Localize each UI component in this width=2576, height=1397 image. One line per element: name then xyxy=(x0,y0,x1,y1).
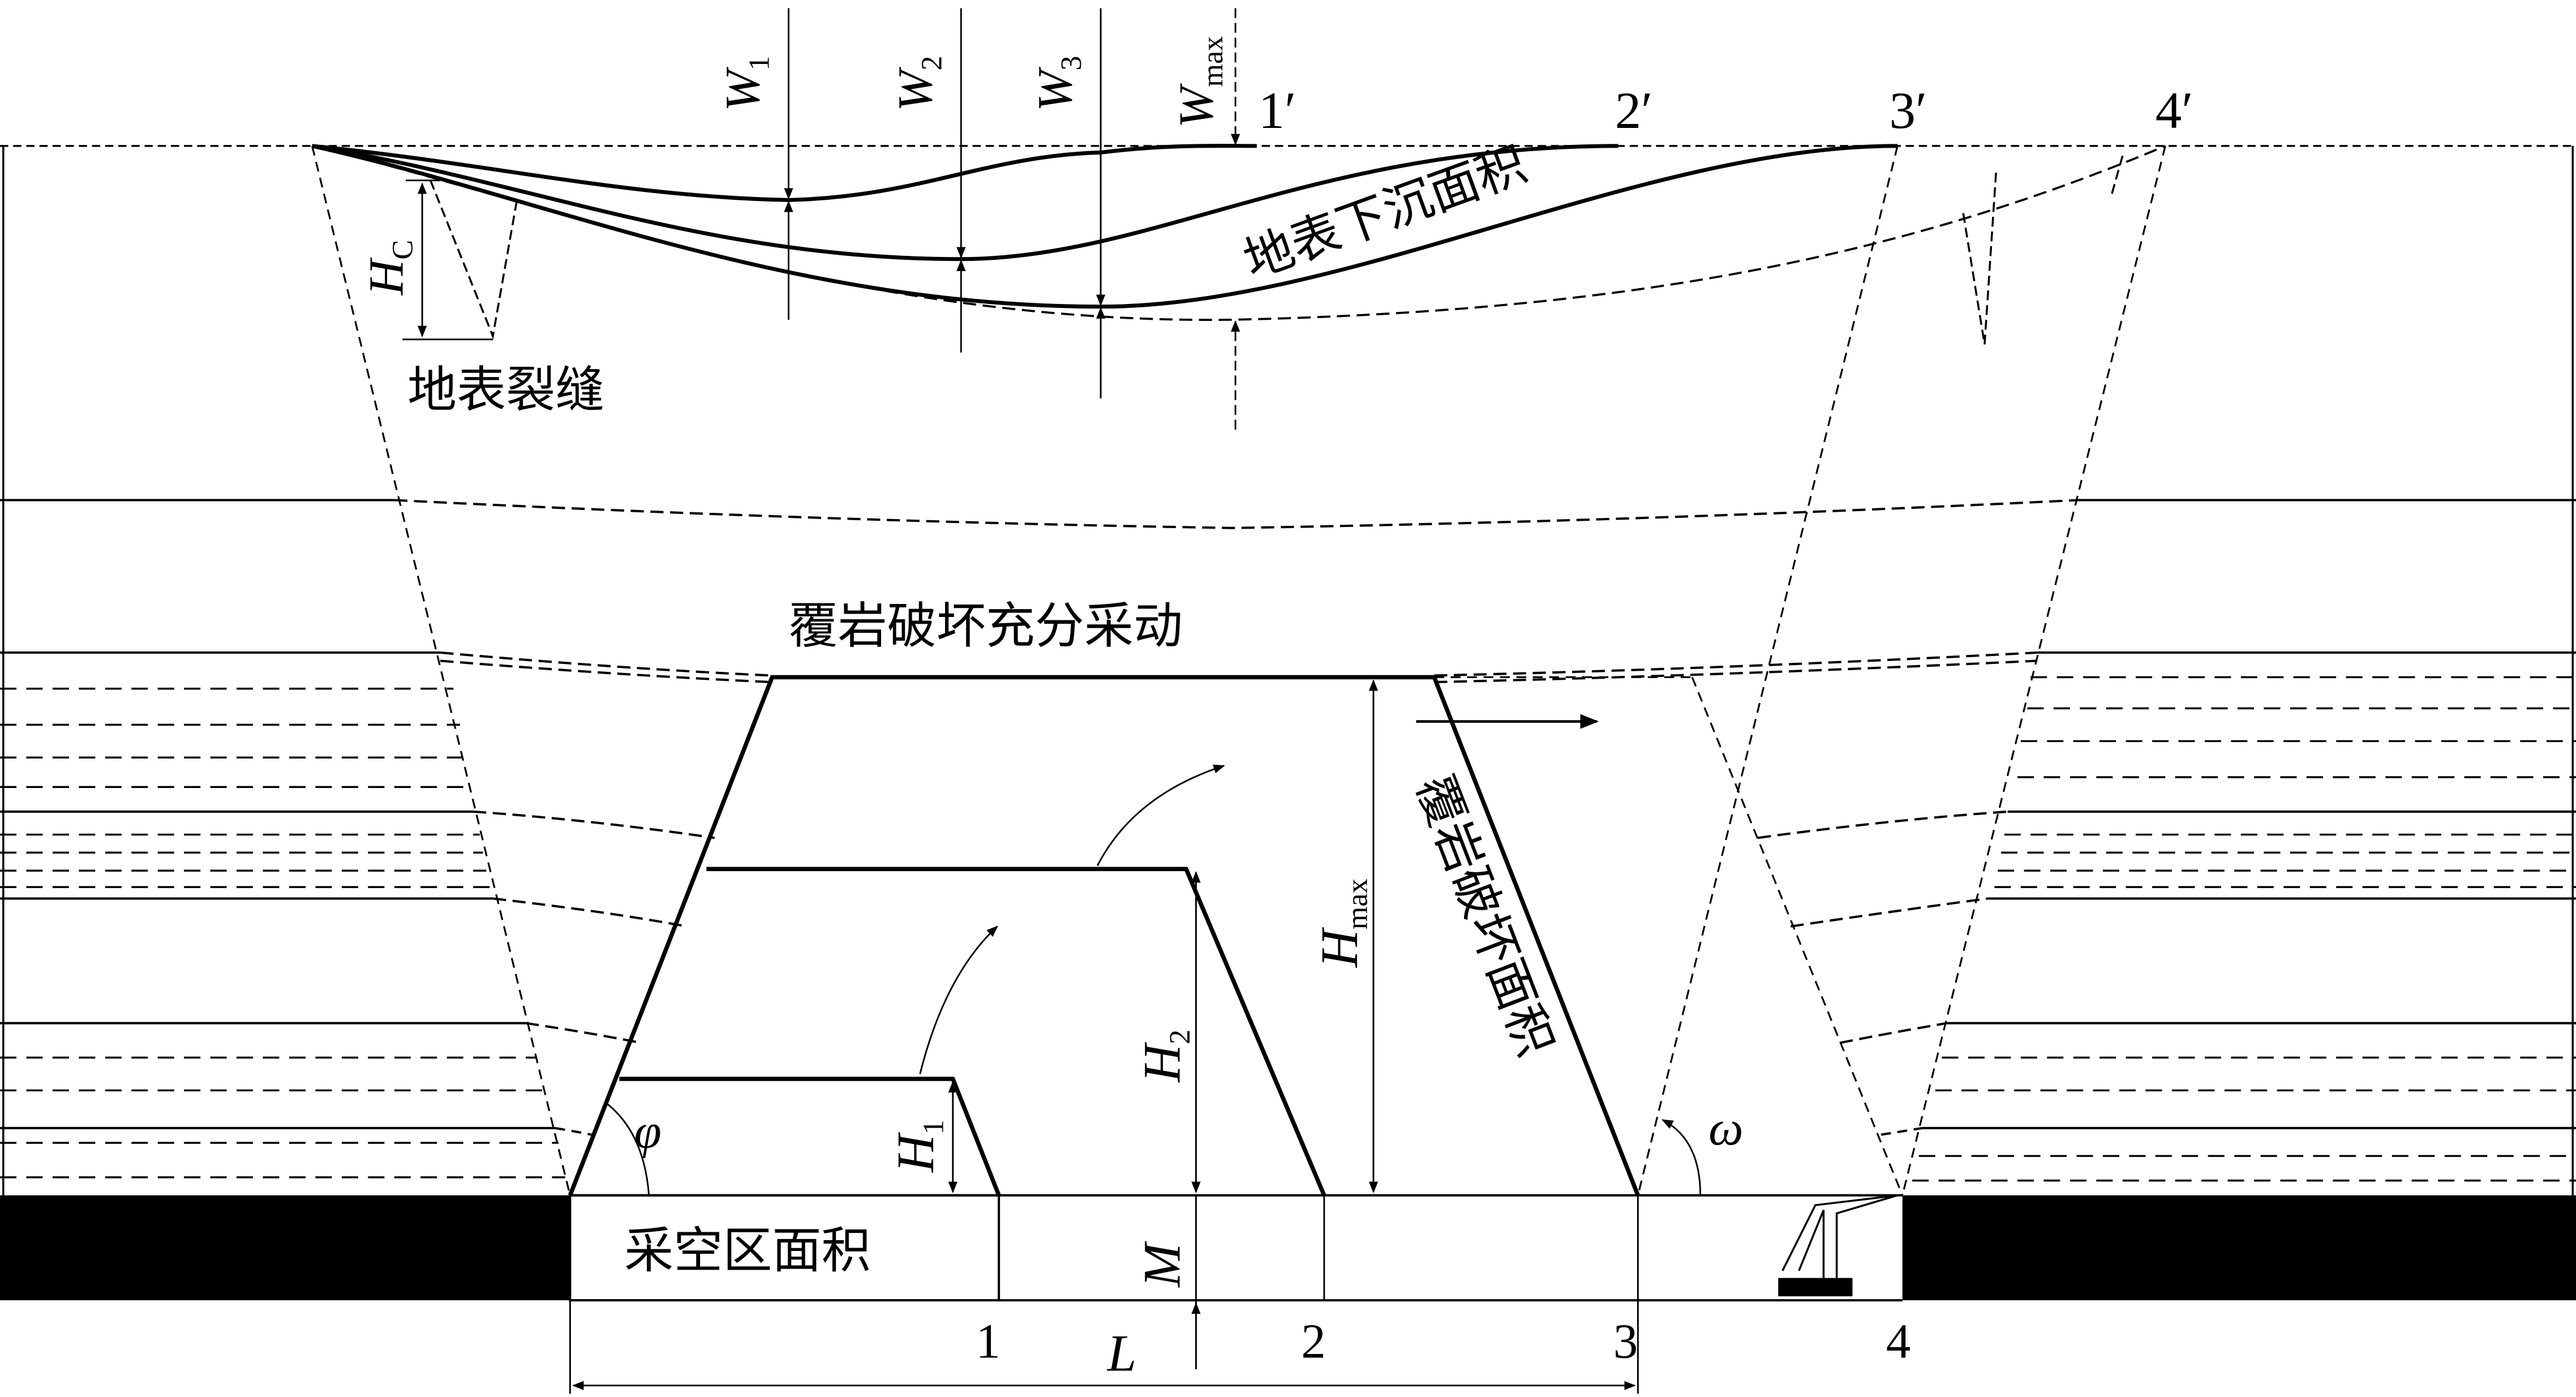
subsidence-curve-max xyxy=(312,144,2166,321)
h1-label: H1 xyxy=(887,1120,950,1173)
strata-layers xyxy=(0,499,2576,1182)
surface-crack-label: 地表裂缝 xyxy=(407,361,604,418)
subsidence-curves xyxy=(311,144,2166,321)
goaf xyxy=(569,1194,1903,1302)
influence-boundaries xyxy=(311,145,2166,1196)
point-1: 1 xyxy=(976,1314,1001,1369)
hmax-label: Hmax xyxy=(1311,879,1374,968)
w2-label: W2 xyxy=(887,56,948,112)
subsidence-curve-3 xyxy=(311,144,1898,309)
subsidence-markers xyxy=(402,8,1702,1394)
full-mining-label: 覆岩破坏充分采动 xyxy=(788,597,1183,655)
point-1-prime: 1′ xyxy=(1259,82,1296,140)
full-damage-zone xyxy=(568,675,1640,1197)
point-2: 2 xyxy=(1301,1314,1326,1369)
m-label: M xyxy=(1133,1241,1191,1288)
coal-seam-right xyxy=(1902,1195,2576,1301)
phi-label: φ xyxy=(634,1104,662,1159)
second-damage-zone xyxy=(706,867,1326,1197)
omega-label: ω xyxy=(1708,1100,1743,1155)
subsidence-area-label: 地表下沉面积 xyxy=(1236,135,1534,290)
first-damage-zone xyxy=(619,1077,1001,1197)
point-4: 4 xyxy=(1886,1314,1911,1369)
coal-seam-left xyxy=(0,1195,570,1301)
hc-label: HC xyxy=(358,240,419,296)
goaf-area-label: 采空区面积 xyxy=(624,1222,870,1279)
w3-label: W3 xyxy=(1027,56,1088,112)
w1-label: W1 xyxy=(715,56,776,112)
caving-zones xyxy=(568,675,1640,1197)
point-2-prime: 2′ xyxy=(1615,82,1653,140)
point-3: 3 xyxy=(1613,1314,1638,1369)
h2-label: H2 xyxy=(1133,1030,1196,1083)
surface-cracks xyxy=(429,155,2124,345)
l-label: L xyxy=(1106,1325,1137,1383)
point-3-prime: 3′ xyxy=(1890,82,1927,140)
mining-support-icon xyxy=(1778,1194,1898,1297)
subsidence-curve-1 xyxy=(312,144,1257,202)
frame xyxy=(0,145,2576,1195)
point-4-prime: 4′ xyxy=(2156,82,2193,140)
subsidence-curve-2 xyxy=(312,144,1618,262)
wmax-label: Wmax xyxy=(1168,36,1229,128)
